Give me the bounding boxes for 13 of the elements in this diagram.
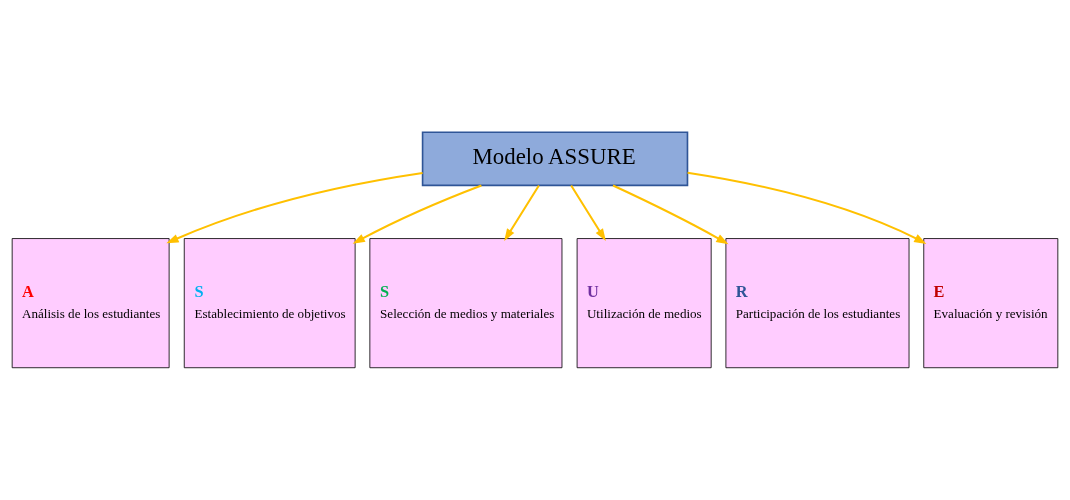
- arrow: [166, 172, 423, 244]
- arrow: [612, 184, 729, 245]
- arrow: [504, 184, 540, 242]
- arrow: [570, 184, 606, 242]
- node-box: R Participación de los estudiantes: [725, 238, 910, 369]
- node-box: S Selección de medios y materiales: [369, 238, 563, 369]
- node-box: E Evaluación y revisión: [923, 238, 1059, 369]
- node-box: U Utilización de medios: [576, 238, 712, 369]
- node-box: S Establecimiento de objetivos: [183, 238, 356, 369]
- node-box: Modelo ASSURE: [421, 131, 689, 187]
- arrow: [687, 171, 927, 244]
- arrow: [352, 184, 482, 244]
- node-box: A Análisis de los estudiantes: [11, 238, 170, 369]
